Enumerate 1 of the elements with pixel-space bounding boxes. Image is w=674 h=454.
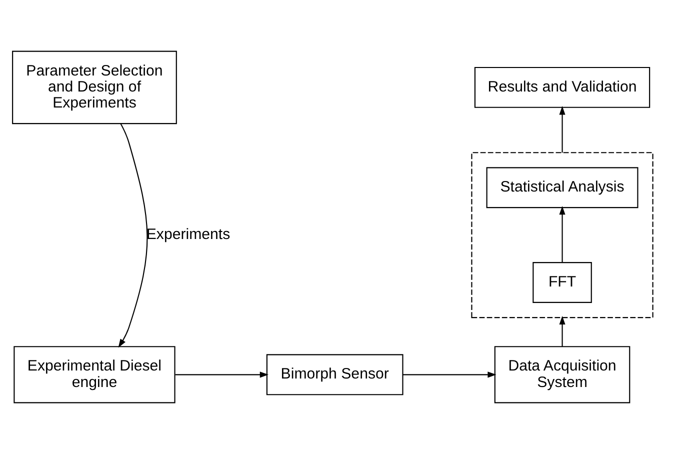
edge-label: Experiments <box>146 226 230 244</box>
